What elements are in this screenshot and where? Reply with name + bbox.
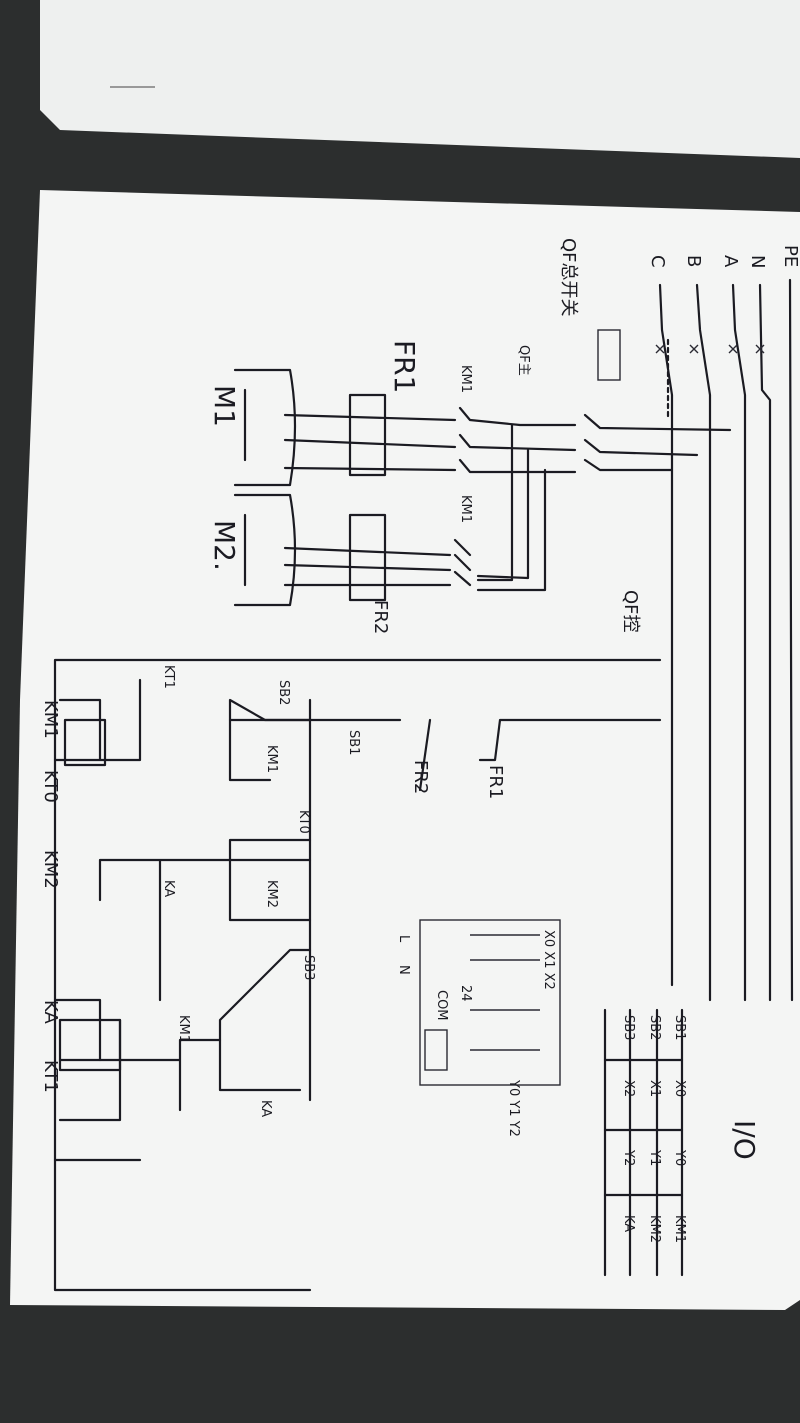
m1-label: M1 (208, 385, 241, 427)
motor-breaker-label: QF主 (516, 345, 531, 376)
bottom-label-km2: KM2 (40, 850, 61, 889)
io-cell: Y0 (672, 1149, 687, 1166)
io-cell: KM2 (647, 1215, 662, 1243)
km1-label-m2: KM1 (458, 495, 473, 523)
bottom-label-kt1: KT1 (40, 1060, 61, 1093)
bottom-label-ka: KA (40, 1000, 61, 1024)
ka-label: KA (161, 880, 176, 897)
main-breaker-label: QF总开关 (558, 238, 579, 317)
io-cell: X1 (647, 1080, 662, 1097)
io-cell: SB3 (621, 1015, 636, 1040)
io-cell: Y1 (647, 1149, 662, 1166)
kt0-label: KT0 (296, 810, 311, 834)
io-cell: X2 (621, 1080, 636, 1097)
bus-lines (658, 278, 794, 1002)
bus-label-c: C (647, 255, 668, 268)
bottom-label-km1: KM1 (40, 700, 61, 739)
io-cell: Y2 (621, 1149, 636, 1166)
fr2-label: FR2 (370, 600, 391, 634)
io-table-title: I/O (728, 1120, 761, 1160)
km2-coil-label: KM2 (264, 880, 279, 908)
plc-sketch (419, 919, 561, 1086)
io-row-1: SB1 X0 Y0 KM1 (672, 1015, 687, 1243)
plc-l: L (396, 935, 411, 943)
sb3-label: SB3 (301, 955, 316, 980)
ka2-label: KA (258, 1100, 273, 1117)
io-row-2: SB2 X1 Y1 KM2 (647, 1015, 662, 1243)
io-cell: KM1 (672, 1215, 687, 1243)
breaker-marks (597, 329, 765, 381)
bus-label-b: B (683, 255, 704, 267)
io-table-grid (603, 1008, 684, 1277)
km1-label-m1: KM1 (458, 365, 473, 393)
top-paper (40, 0, 800, 158)
io-cell: KA (621, 1215, 636, 1232)
plc-x-terms: X0 X1 X2 (541, 930, 556, 990)
control-fr1-label: FR1 (485, 765, 506, 799)
io-cell: SB2 (647, 1015, 662, 1040)
sb1-label: SB1 (346, 730, 361, 755)
sb2-label: SB2 (276, 680, 291, 705)
m2-label: M2. (208, 520, 241, 571)
bus-label-n: N (747, 255, 768, 268)
io-row-3: SB3 X2 Y2 KA (621, 1015, 636, 1232)
bottom-label-kt0: KT0 (40, 770, 61, 803)
plc-24v: 24 (458, 985, 473, 1002)
io-cell: SB1 (672, 1015, 687, 1040)
bus-label-a: A (720, 255, 741, 268)
plc-y-terms: Y0 Y1 Y2 (506, 1079, 521, 1137)
bus-label-pe: PE (780, 245, 800, 267)
control-fr2-label: FR2 (410, 760, 431, 794)
km1-contact-label: KM1 (176, 1015, 191, 1043)
km1-coil-label: KM1 (264, 745, 279, 773)
kt1-label: KT1 (161, 665, 176, 689)
io-cell: X0 (672, 1080, 687, 1097)
fr1-label: FR1 (388, 340, 421, 393)
control-circuit (53, 658, 662, 1292)
control-breaker-label: QF控 (620, 590, 641, 633)
plc-com: COM (434, 990, 449, 1021)
plc-n: N (396, 965, 411, 975)
power-circuit (233, 368, 732, 607)
